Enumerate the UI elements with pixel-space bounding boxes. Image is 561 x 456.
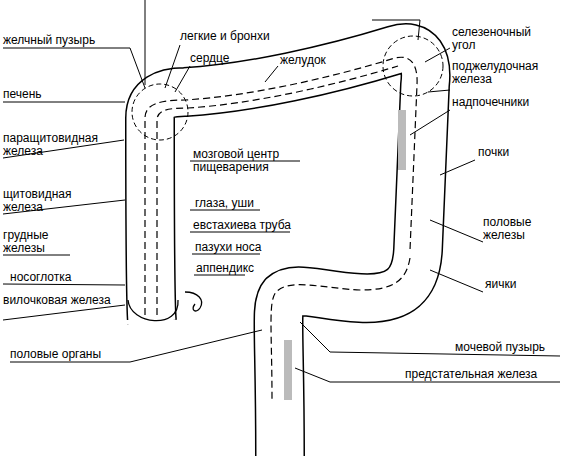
organ-label: носоглотка: [10, 271, 100, 284]
organ-label: яички: [485, 278, 555, 291]
organ-label: аппендикс: [196, 262, 296, 275]
organ-label: желчный пузырь: [3, 34, 153, 47]
organ-label: легкие и бронхи: [180, 30, 300, 43]
organ-label: пазухи носа: [195, 241, 295, 254]
organ-label: мочевой пузырь: [455, 341, 560, 354]
organ-label: селезеночный угол: [452, 26, 552, 52]
organ-label: глаза, уши: [195, 197, 295, 210]
organ-label: половые железы: [483, 216, 558, 242]
organ-label: евстахиева труба: [193, 219, 303, 232]
organ-label: почки: [478, 146, 558, 159]
organ-label: надпочечники: [452, 96, 557, 109]
organ-label: поджелудочная железа: [452, 60, 557, 86]
organ-label: щитовидная железа: [3, 188, 103, 214]
organ-label: грудные железы: [3, 229, 78, 255]
organ-label: мозговой центр пищеварения: [193, 148, 303, 174]
organ-label: печень: [3, 88, 93, 101]
organ-label: паращитовидная железа: [3, 132, 115, 158]
organ-label: вилочковая железа: [3, 294, 113, 307]
organ-label: желудок: [280, 54, 360, 67]
organ-label: половые органы: [10, 348, 130, 361]
organ-label: сердце: [190, 52, 270, 65]
organ-label: предстательная железа: [405, 368, 561, 381]
